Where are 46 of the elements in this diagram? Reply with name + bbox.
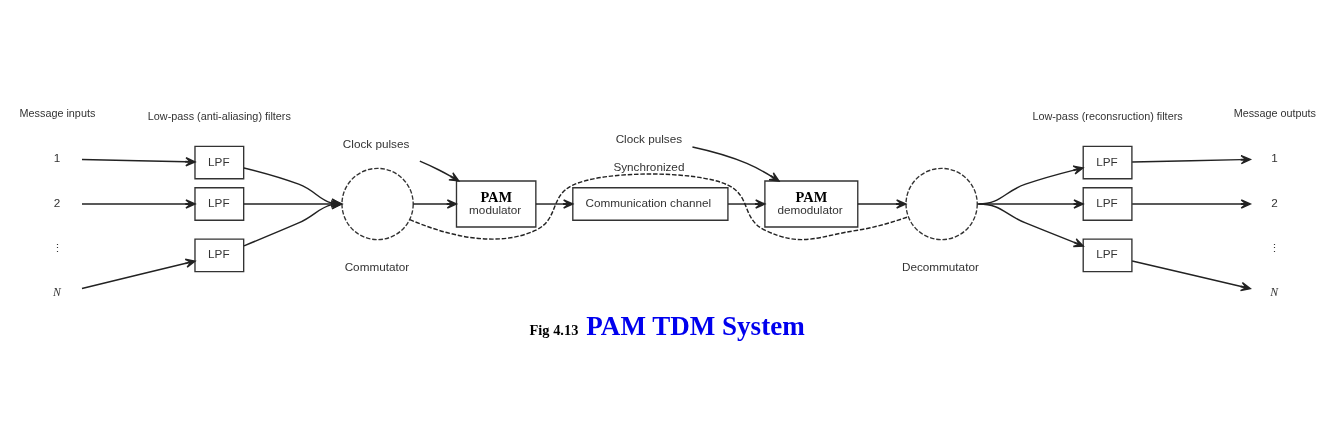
node-circle <box>341 167 414 241</box>
node-text: Clock pulses <box>342 137 410 151</box>
label: Low-pass (anti-aliasing) filters <box>147 110 291 123</box>
node-box: LPF <box>1082 145 1133 180</box>
label: ⋮ <box>51 241 63 254</box>
node-text: 2 <box>53 196 61 210</box>
node-box: LPF <box>1082 238 1133 273</box>
node-label: Decommutator <box>901 260 979 274</box>
node-text: 2 <box>1271 196 1278 210</box>
arrow <box>976 199 1084 209</box>
arrow <box>419 160 460 182</box>
node-label: Commutator <box>344 260 410 274</box>
caption: Fig 4.13 <box>529 321 579 338</box>
node-box: Communication channel <box>572 187 729 221</box>
label: Message outputs <box>1233 106 1317 119</box>
node-text: 1 <box>1271 150 1278 164</box>
label: Low-pass (reconsruction) filters <box>1032 110 1183 123</box>
node-text: N <box>1270 286 1279 300</box>
arrow <box>412 199 458 209</box>
arrow <box>977 203 1084 248</box>
arrow <box>727 199 766 209</box>
arrow <box>1131 260 1251 292</box>
node-text: N <box>52 286 61 300</box>
node-box: PAM demodulator <box>764 180 859 228</box>
node-box: PAM modulator <box>455 180 537 228</box>
node-box: LPF <box>194 187 245 221</box>
arrow <box>535 199 574 209</box>
arrow <box>81 157 196 167</box>
arrow <box>81 258 196 290</box>
node-circle <box>905 167 978 241</box>
arrow <box>857 199 907 209</box>
arrow <box>977 165 1084 205</box>
edge-label: Synchronized <box>613 160 685 174</box>
arrow <box>1131 199 1251 209</box>
arrow <box>81 199 196 209</box>
label: ⋮ <box>1269 241 1281 254</box>
node-box: LPF <box>1082 187 1133 221</box>
arrow <box>691 146 780 182</box>
node-box: LPF <box>194 238 245 273</box>
node-box: LPF <box>194 145 245 180</box>
node-text: 1 <box>53 150 61 164</box>
label: Message inputs <box>19 106 96 119</box>
connector <box>409 173 909 241</box>
node-text: Clock pulses <box>615 132 683 146</box>
arrow <box>1131 154 1251 165</box>
diagram-title: PAM TDM System <box>586 310 805 341</box>
